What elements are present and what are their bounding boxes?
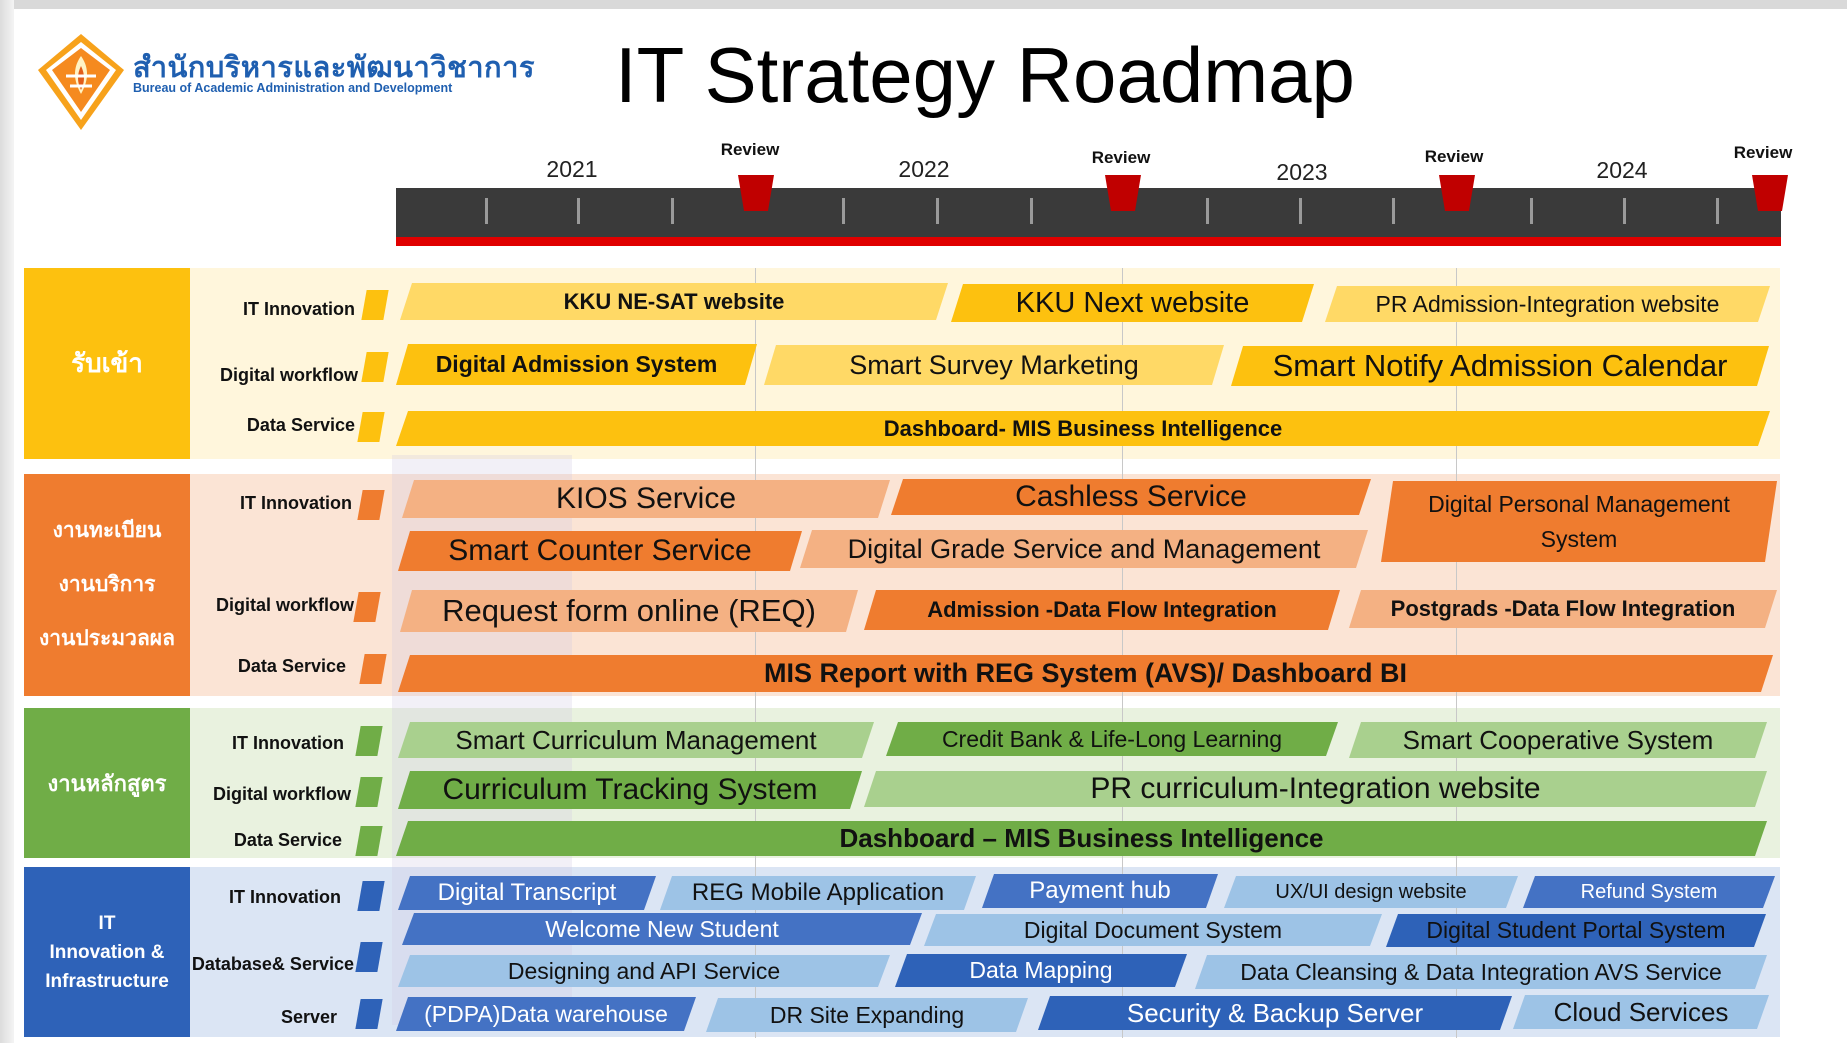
page-title: IT Strategy Roadmap — [615, 31, 1355, 119]
timeline-axis-underline — [396, 237, 1781, 246]
roadmap-item[interactable]: Digital Document System — [924, 914, 1382, 946]
review-marker-icon — [1439, 175, 1475, 211]
roadmap-item[interactable]: KIOS Service — [402, 480, 890, 518]
timeline-tick — [485, 198, 488, 224]
roadmap-item[interactable]: Payment hub — [982, 874, 1218, 908]
roadmap-item[interactable]: Dashboard – MIS Business Intelligence — [396, 821, 1767, 856]
window-left-edge — [0, 0, 14, 1043]
roadmap-item[interactable]: Digital Admission System — [396, 344, 757, 385]
roadmap-item[interactable]: Cloud Services — [1513, 995, 1769, 1029]
review-gridline — [755, 268, 756, 1038]
roadmap-item[interactable]: UX/UI design website — [1224, 876, 1518, 908]
timeline-tick — [1716, 198, 1719, 224]
roadmap-item[interactable]: Credit Bank & Life-Long Learning — [886, 722, 1338, 756]
year-label: 2024 — [1596, 157, 1648, 183]
roadmap-item[interactable]: PR Admission-Integration website — [1325, 286, 1770, 322]
roadmap-item[interactable]: PR curriculum-Integration website — [864, 771, 1767, 807]
section-title-text: งานหลักสูตร — [47, 770, 167, 796]
year-label: 2021 — [546, 156, 598, 182]
section-title: งานทะเบียน งานบริการ งานประมวลผล — [24, 474, 190, 696]
timeline-tick — [936, 198, 939, 224]
roadmap-item[interactable]: Cashless Service — [891, 479, 1371, 515]
logo-thai-name: สำนักบริหารและพัฒนาวิชาการ — [133, 52, 535, 84]
roadmap-item[interactable]: Digital Student Portal System — [1386, 914, 1766, 947]
review-label: Review — [720, 140, 780, 159]
timeline-tick — [577, 198, 580, 224]
review-marker-icon — [1105, 175, 1141, 211]
row-label: IT Innovation — [243, 299, 355, 319]
review-gridline — [1122, 268, 1123, 1038]
timeline-tick — [1392, 198, 1395, 224]
section-title-line: งานทะเบียน — [52, 519, 162, 542]
section-title: งานหลักสูตร — [24, 708, 190, 858]
roadmap-item[interactable]: Curriculum Tracking System — [398, 771, 862, 809]
row-label: Data Service — [237, 656, 346, 676]
timeline-tick — [1030, 198, 1033, 224]
section-title-line: งานบริการ — [58, 573, 156, 596]
roadmap-item[interactable]: Data Cleansing & Data Integration AVS Se… — [1195, 955, 1767, 989]
roadmap-item[interactable]: (PDPA)Data warehouse — [396, 997, 696, 1031]
timeline-tick — [842, 198, 845, 224]
row-label: Digital workflow — [219, 365, 358, 385]
bureau-logo-icon — [38, 34, 124, 130]
section-title-line: งานประมวลผล — [39, 627, 175, 650]
section-title-line: Infrastructure — [45, 970, 169, 992]
window-top-edge — [0, 0, 1847, 9]
timeline-axis — [396, 188, 1781, 237]
roadmap-item[interactable]: Admission -Data Flow Integration — [864, 590, 1340, 630]
review-label: Review — [1424, 147, 1484, 166]
row-label: Database& Service — [191, 954, 354, 974]
roadmap-item[interactable]: Digital Personal Management System — [1381, 481, 1777, 562]
row-label: Data Service — [246, 415, 355, 435]
roadmap-item[interactable]: Smart Counter Service — [398, 531, 802, 571]
logo-english-name: Bureau of Academic Administration and De… — [133, 81, 453, 95]
roadmap-item[interactable]: KKU Next website — [951, 284, 1314, 322]
roadmap-item[interactable]: DR Site Expanding — [706, 998, 1028, 1032]
year-label: 2022 — [898, 156, 950, 182]
row-label: Data Service — [233, 830, 342, 850]
roadmap-item[interactable]: Security & Backup Server — [1038, 996, 1512, 1030]
roadmap-item[interactable]: Digital Transcript — [398, 876, 656, 910]
row-label: Digital workflow — [215, 595, 354, 615]
row-label: Digital workflow — [212, 784, 351, 804]
timeline-tick — [671, 198, 674, 224]
roadmap-item[interactable]: Request form online (REQ) — [400, 590, 858, 632]
section-title: รับเข้า — [24, 268, 190, 459]
section-title: IT Innovation & Infrastructure — [24, 867, 190, 1037]
row-label: IT Innovation — [232, 733, 344, 753]
review-label: Review — [1733, 143, 1793, 162]
roadmap-item[interactable]: REG Mobile Application — [660, 876, 976, 910]
timeline-tick — [1299, 198, 1302, 224]
roadmap-item[interactable]: Welcome New Student — [402, 913, 922, 945]
roadmap-item[interactable]: Postgrads -Data Flow Integration — [1349, 590, 1777, 628]
roadmap-item[interactable]: Refund System — [1523, 876, 1775, 908]
roadmap-item[interactable]: MIS Report with REG System (AVS)/ Dashbo… — [398, 655, 1773, 692]
row-label: IT Innovation — [240, 493, 352, 513]
row-label: IT Innovation — [229, 887, 341, 907]
timeline-tick — [1530, 198, 1533, 224]
review-marker-icon — [738, 175, 774, 211]
roadmap-item[interactable]: KKU NE-SAT website — [400, 283, 948, 320]
section-title-line: Innovation & — [49, 941, 165, 963]
review-marker-icon — [1752, 175, 1788, 211]
roadmap-item[interactable]: Designing and API Service — [398, 955, 890, 987]
roadmap-item[interactable]: Data Mapping — [895, 954, 1187, 987]
timeline-tick — [1206, 198, 1209, 224]
roadmap-item[interactable]: Smart Cooperative System — [1349, 722, 1767, 758]
roadmap-item[interactable]: Smart Curriculum Management — [398, 722, 874, 758]
roadmap-item[interactable]: Dashboard- MIS Business Intelligence — [396, 411, 1770, 446]
timeline-tick — [1623, 198, 1626, 224]
roadmap-item[interactable]: Smart Survey Marketing — [764, 345, 1224, 385]
section-title-text: รับเข้า — [71, 348, 143, 378]
row-label: Server — [280, 1007, 337, 1027]
year-label: 2023 — [1276, 159, 1328, 185]
review-gridline — [1456, 268, 1457, 1038]
review-label: Review — [1091, 148, 1151, 167]
roadmap-item[interactable]: Digital Grade Service and Management — [800, 530, 1368, 568]
roadmap-item[interactable]: Smart Notify Admission Calendar — [1231, 346, 1769, 386]
section-title-line: IT — [98, 912, 116, 934]
